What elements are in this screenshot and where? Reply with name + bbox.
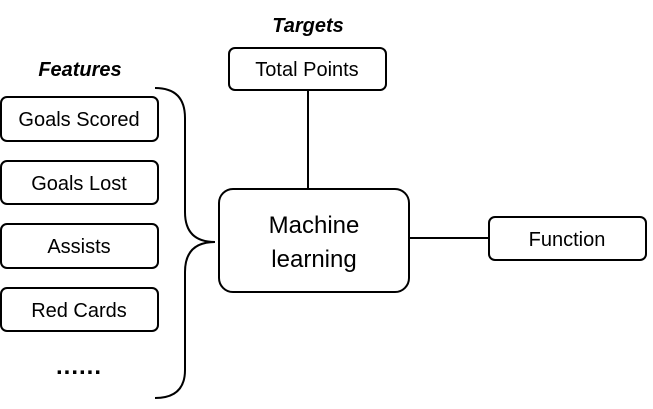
feature-label: Goals Scored	[18, 109, 139, 131]
output-label: Function	[529, 229, 606, 251]
model-label-line2: learning	[271, 246, 356, 273]
output-box-function: Function	[488, 216, 647, 261]
feature-box-goals-lost: Goals Lost	[0, 160, 159, 205]
feature-box-red-cards: Red Cards	[0, 287, 159, 332]
feature-label: Assists	[47, 236, 110, 258]
more-features-ellipsis: ......	[56, 353, 102, 380]
target-label: Total Points	[255, 59, 358, 81]
machine-learning-box: Machine learning	[218, 188, 410, 293]
model-label-line1: Machine	[269, 212, 360, 239]
target-box-total-points: Total Points	[228, 47, 387, 91]
features-heading: Features	[38, 59, 121, 81]
targets-heading: Targets	[272, 15, 344, 37]
feature-label: Red Cards	[31, 300, 127, 322]
feature-label: Goals Lost	[31, 173, 127, 195]
feature-box-assists: Assists	[0, 223, 159, 269]
feature-box-goals-scored: Goals Scored	[0, 96, 159, 142]
features-brace	[154, 87, 216, 399]
